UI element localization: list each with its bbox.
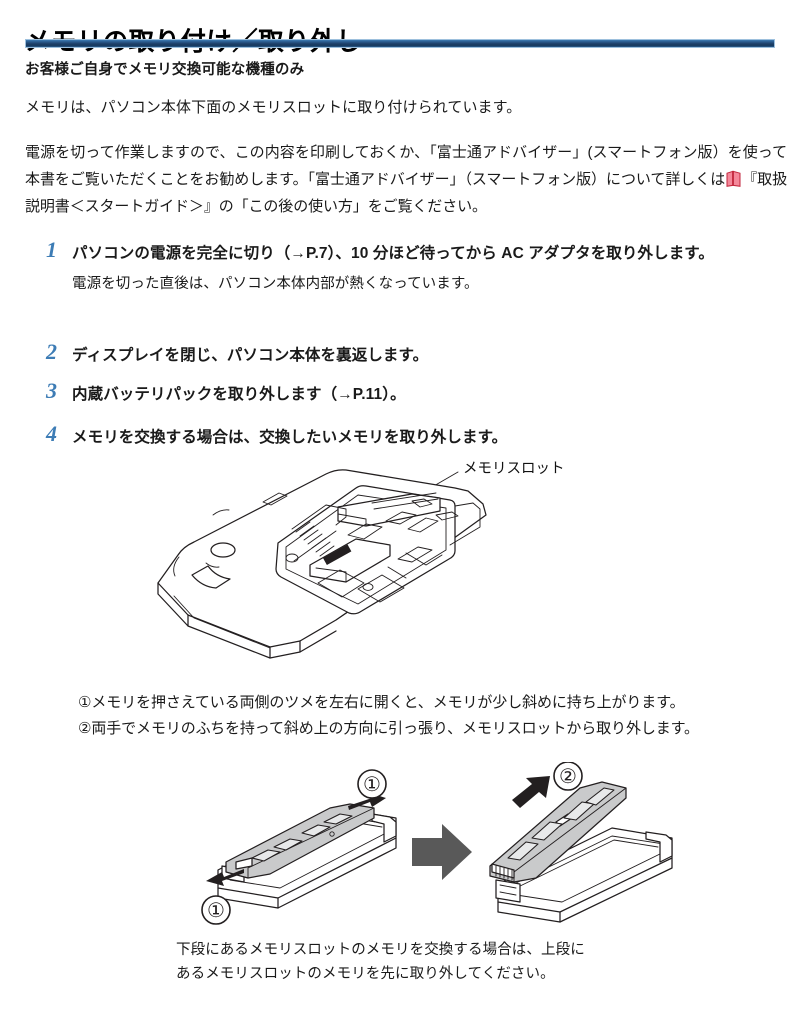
memory-removal-illustration: ① ① [160,761,720,932]
intro-paragraph-1: メモリは、パソコン本体下面のメモリスロットに取り付けられています。 [25,99,522,116]
book-icon [726,169,741,187]
step-text-3: 内蔵バッテリパックを取り外します（→P.11）。 [72,386,406,403]
step-number-1: 1 [46,237,57,262]
marker-1-top-label: ① [363,774,381,796]
memory-module-removing: ② [489,761,673,923]
marker-2-label: ② [559,766,577,788]
procedure-text-block: ①メモリを押さえている両側のツメを左右に開くと、メモリが少し斜めに持ち上がります… [78,690,790,742]
memory-slot-callout-label: メモリスロット [463,461,565,477]
marker-1-bottom-label: ① [207,900,225,922]
procedure-item-1: ①メモリを押さえている両側のツメを左右に開くと、メモリが少し斜めに持ち上がります… [78,694,685,711]
marker-1-top: ① [357,769,387,799]
subheading: お客様ご自身でメモリ交換可能な機種のみ [25,62,305,78]
step-number-3: 3 [46,378,57,403]
step-item-4: 4 メモリを交換する場合は、交換したいメモリを取り外します。 [46,421,786,451]
footer-note: 下段にあるメモリスロットのメモリを交換する場合は、上段に あるメモリスロットのメ… [176,938,585,986]
step-number-4: 4 [46,421,57,446]
laptop-underside-svg [157,469,487,659]
step-subtext-1: 電源を切った直後は、パソコン本体内部が熱くなっています。 [72,276,479,292]
step-item-2: 2 ディスプレイを閉じ、パソコン本体を裏返します。 [46,339,786,369]
right-arrow-icon [412,824,472,880]
step-text-2: ディスプレイを閉じ、パソコン本体を裏返します。 [72,347,429,364]
memory-removal-svg: ① ① [201,761,673,925]
intro-paragraph-2-after-icon: 『取扱説明書＜スタートガイド＞』の「この後の使い方」をご覧ください。 [25,171,788,215]
step-text-1: パソコンの電源を完全に切り（→P.7）、10 分ほど待ってから AC アダプタを… [72,245,714,262]
intro-paragraph-2-before-icon: 電源を切って作業しますので、この内容を印刷しておくか、「富士通アドバイザー」(ス… [25,144,787,188]
procedure-item-2: ②両手でメモリのふちを持って斜め上の方向に引っ張り、メモリスロットから取り外しま… [78,720,699,737]
memory-module-seated: ① ① [201,769,397,925]
step-number-2: 2 [46,339,57,364]
footer-note-line-2: あるメモリスロットのメモリを先に取り外してください。 [176,966,555,982]
footer-note-line-1: 下段にあるメモリスロットのメモリを交換する場合は、上段に [176,942,585,958]
step-item-1: 1 パソコンの電源を完全に切り（→P.7）、10 分ほど待ってから AC アダプ… [46,237,786,293]
intro-paragraph-2: 電源を切って作業しますので、この内容を印刷しておくか、「富士通アドバイザー」(ス… [25,139,787,220]
laptop-underside-illustration: メモリスロット [150,455,670,670]
title-rule-divider [25,39,775,48]
marker-2: ② [553,761,583,791]
step-item-3: 3 内蔵バッテリパックを取り外します（→P.11）。 [46,378,786,408]
marker-1-bottom: ① [201,895,231,925]
step-text-4: メモリを交換する場合は、交換したいメモリを取り外します。 [72,429,508,446]
